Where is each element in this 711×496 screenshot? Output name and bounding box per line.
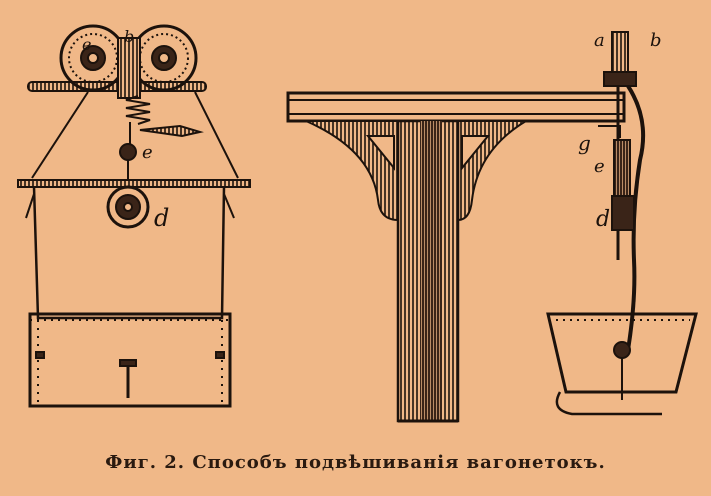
label-e-top: e <box>82 35 91 54</box>
label-b-right: b <box>650 30 662 51</box>
label-e-right: e <box>594 156 605 177</box>
label-b-left: b <box>124 27 134 46</box>
left-bucket-body <box>28 312 232 408</box>
right-view-hanger <box>546 31 698 416</box>
top-beam <box>286 91 626 123</box>
left-view-bucket <box>17 24 251 408</box>
label-d-left: d <box>154 204 169 232</box>
figure-caption: Фиг. 2. Способъ подвѣшиванія вагонетокъ. <box>105 452 606 473</box>
left-spring <box>125 95 151 125</box>
label-g-right: g <box>578 131 591 155</box>
label-a-right: a <box>594 30 605 51</box>
left-wheel-2 <box>130 24 198 92</box>
left-bucket-frame <box>32 186 226 320</box>
label-d-right: d <box>596 207 610 232</box>
right-bucket <box>546 312 698 394</box>
label-e-mid: e <box>142 142 153 163</box>
left-crossbar <box>17 179 251 188</box>
left-wheel-1 <box>59 24 127 92</box>
middle-view-beam <box>286 91 626 423</box>
